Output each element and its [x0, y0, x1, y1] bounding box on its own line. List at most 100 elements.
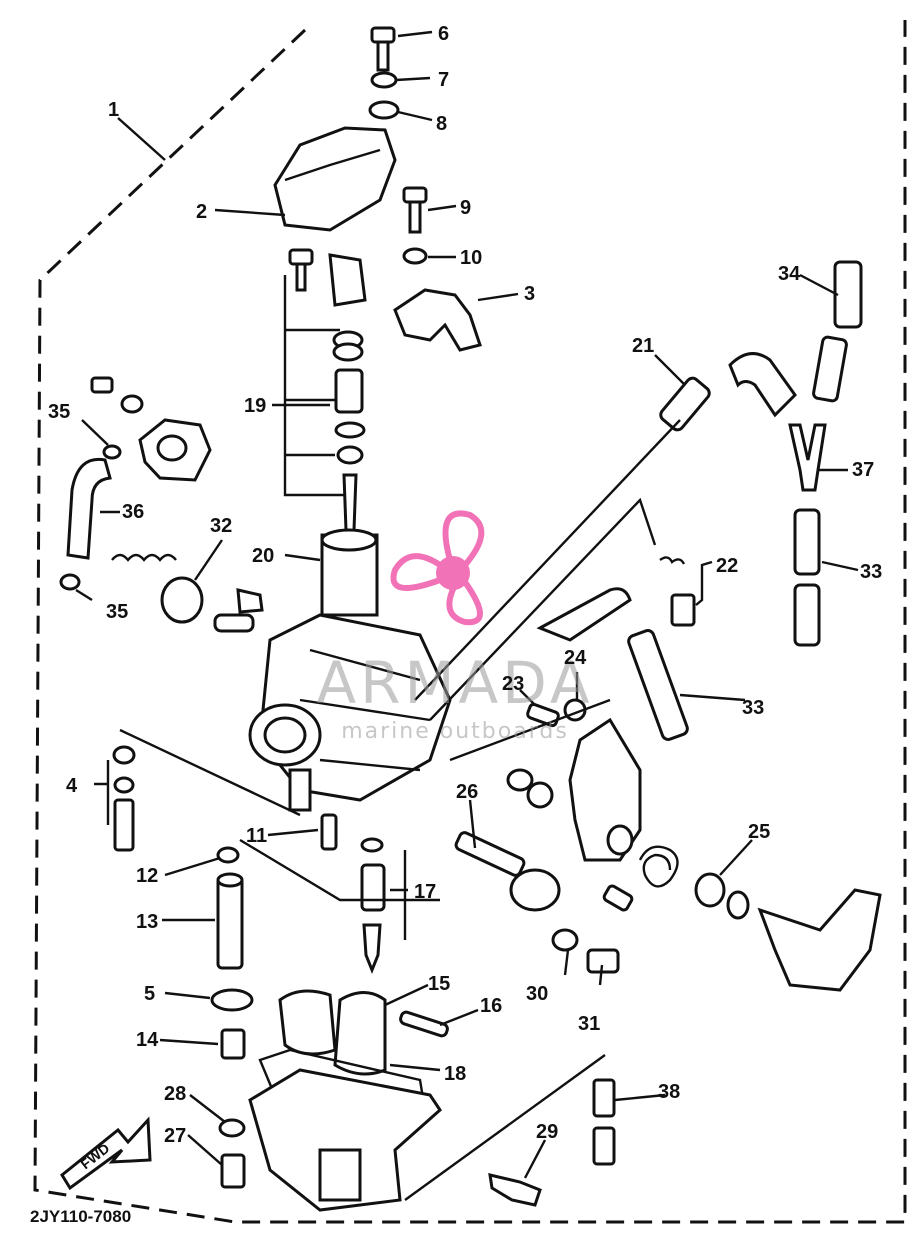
- callout-34: 34: [778, 263, 801, 285]
- callout-33a: 33: [742, 697, 764, 719]
- throttle-stop-screw-26: [454, 831, 561, 912]
- callout-27: 27: [164, 1125, 186, 1147]
- washer-5: [210, 988, 254, 1012]
- callout-35b: 35: [106, 601, 128, 623]
- drain-screw-29: [488, 1173, 542, 1207]
- collar-25: [694, 872, 726, 908]
- pilot-screw-4: [112, 745, 136, 852]
- assembly-boundary: [33, 20, 907, 1224]
- callout-10: 10: [460, 247, 482, 269]
- float-bowl: [248, 1068, 442, 1212]
- callout-38: 38: [658, 1081, 680, 1103]
- callout-28: 28: [164, 1083, 186, 1105]
- callout-13: 13: [136, 911, 158, 933]
- callout-17: 17: [414, 881, 436, 903]
- washer-10: [402, 247, 428, 265]
- assembly-guide-lines: [119, 275, 681, 1201]
- spring-25: [638, 845, 679, 888]
- hose-33-bent: [536, 587, 632, 642]
- leader-lines: [75, 30, 859, 1179]
- bolt-6: [370, 26, 396, 72]
- screw-27: [220, 1153, 246, 1189]
- callout-6: 6: [438, 23, 449, 45]
- callout-12: 12: [136, 865, 158, 887]
- callout-14: 14: [136, 1029, 159, 1051]
- washer-7: [370, 71, 398, 89]
- carburetor-body: [248, 613, 452, 812]
- callout-29: 29: [536, 1121, 558, 1143]
- top-cover: [273, 126, 397, 232]
- hose-33b: [793, 583, 821, 647]
- propeller-logo: [390, 510, 485, 626]
- watermark-name: ARMADA: [316, 649, 593, 717]
- screw-31: [586, 948, 620, 974]
- screw-plate: [602, 884, 634, 912]
- callout-24: 24: [564, 647, 587, 669]
- hose-33a: [793, 508, 821, 576]
- callout-8: 8: [436, 113, 447, 135]
- callout-33b: 33: [860, 561, 882, 583]
- clip-plate-b: [526, 781, 554, 809]
- washer-28: [218, 1118, 246, 1138]
- float-15: [278, 989, 387, 1076]
- armada-watermark: ARMADA marine outboards: [316, 510, 593, 744]
- clip-35a: [102, 444, 122, 460]
- callout-9: 9: [460, 197, 471, 219]
- propeller-blade-left: [390, 553, 443, 591]
- screw-22: [659, 556, 696, 627]
- propeller-blade-right: [446, 578, 483, 626]
- drawing-code: 2JY110-7080: [30, 1207, 131, 1226]
- callout-25: 25: [748, 821, 770, 843]
- callout-5: 5: [144, 983, 155, 1005]
- fwd-arrow: FWD: [60, 1116, 152, 1191]
- callout-4: 4: [66, 775, 78, 797]
- callout-labels: 1 2 3 4 5 6 7 8 9 10 11 12 13 14 15 16 1…: [48, 23, 882, 1147]
- hose-34: [833, 260, 863, 329]
- hose-21: [659, 376, 711, 432]
- throttle-slide: [320, 528, 379, 617]
- callout-23: 23: [502, 673, 524, 695]
- choke-lever: [757, 888, 882, 992]
- y-joint-37: [788, 423, 827, 492]
- callout-36: 36: [122, 501, 144, 523]
- spring-cap-32: [111, 553, 264, 633]
- clip-plate-a: [506, 768, 534, 792]
- hose-33c: [627, 629, 689, 741]
- callout-26: 26: [456, 781, 478, 803]
- plate-hole: [606, 824, 634, 856]
- callout-30: 30: [526, 983, 548, 1005]
- hose-36: [66, 457, 112, 560]
- float-pin-16: [399, 1010, 449, 1038]
- throttle-valve-assembly: [288, 248, 367, 545]
- callout-1: 1: [108, 99, 119, 121]
- callout-35a: 35: [48, 401, 70, 423]
- jet-11: [320, 813, 338, 851]
- main-jet-14: [220, 1028, 246, 1060]
- needle-jet-13: [216, 872, 244, 970]
- callout-7: 7: [438, 69, 449, 91]
- callout-11: 11: [246, 825, 267, 847]
- bolt-9: [402, 186, 428, 234]
- propeller-blade-top: [442, 510, 485, 569]
- washer-30: [551, 928, 579, 952]
- callout-15: 15: [428, 973, 450, 995]
- callout-18: 18: [444, 1063, 466, 1085]
- needle-valve-17: [360, 837, 386, 975]
- choke-plunger: [90, 376, 212, 482]
- callout-19: 19: [244, 395, 266, 417]
- callout-16: 16: [480, 995, 502, 1017]
- washer-8: [368, 100, 400, 120]
- callout-21: 21: [632, 335, 654, 357]
- hose-38-upper: [592, 1078, 616, 1118]
- watermark-tagline: marine outboards: [341, 719, 569, 744]
- callout-2: 2: [196, 201, 207, 223]
- hose-38-lower: [592, 1126, 616, 1166]
- washer-25b: [726, 890, 750, 920]
- throttle-lever: [393, 288, 482, 352]
- callout-22: 22: [716, 555, 738, 577]
- oring-12: [216, 846, 240, 864]
- callout-37: 37: [852, 459, 874, 481]
- callout-3: 3: [524, 283, 535, 305]
- clip-35b: [59, 573, 81, 591]
